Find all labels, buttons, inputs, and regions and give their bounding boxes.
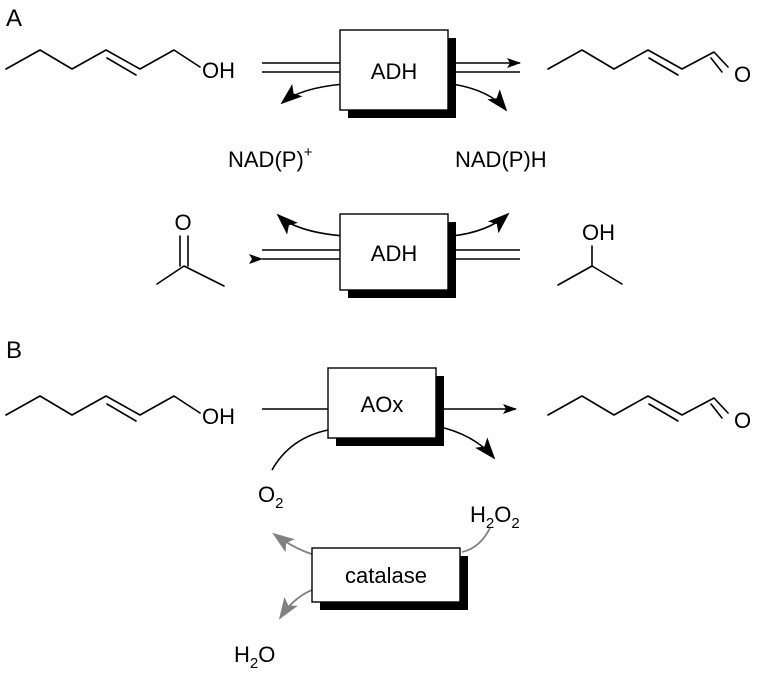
panel-label-a: A	[6, 5, 22, 32]
nadp-plus-label: NAD(P)+	[228, 144, 313, 172]
hexenal-structure-b: O	[547, 395, 751, 433]
hexenol-oh-label-a: OH	[202, 58, 235, 83]
aox-box: AOx	[327, 367, 444, 446]
acetone-o-label: O	[174, 210, 191, 235]
hexenol-structure-a: OH	[5, 49, 235, 83]
panel-label-b: B	[6, 337, 22, 364]
isopropanol-oh-label: OH	[582, 220, 615, 245]
nadph-label: NAD(P)H	[455, 147, 547, 172]
adh-box-top: ADH	[339, 29, 456, 118]
equilibrium-arrows-top	[262, 58, 521, 112]
acetone-structure: O	[156, 210, 225, 287]
adh-label-top: ADH	[371, 59, 417, 84]
h2o2-label: H2O2	[470, 502, 520, 532]
isopropanol-structure: OH	[557, 220, 623, 286]
hexenal-o-label-b: O	[734, 408, 751, 433]
hexenol-oh-label-b: OH	[202, 404, 235, 429]
catalase-label: catalase	[345, 563, 427, 588]
adh-box-bottom: ADH	[339, 213, 456, 298]
adh-label-bottom: ADH	[371, 241, 417, 266]
equilibrium-arrows-bottom	[249, 212, 520, 264]
h2o-label: H2O	[234, 642, 275, 672]
o2-label: O2	[258, 482, 283, 512]
hexenal-o-label-a: O	[734, 62, 751, 87]
hexenal-structure-a: O	[547, 49, 751, 87]
hexenol-structure-b: OH	[5, 395, 235, 429]
aox-label: AOx	[361, 392, 404, 417]
catalase-box: catalase	[311, 547, 468, 610]
